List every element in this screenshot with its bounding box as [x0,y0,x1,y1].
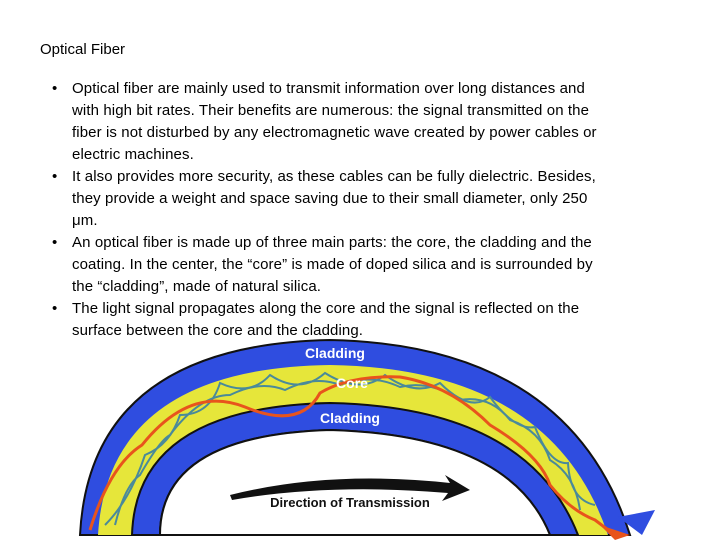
bullet-line: The light signal propagates along the co… [72,300,580,317]
outgoing-signal-arrow-icon [600,525,630,540]
bullet-line: coating. In the center, the “core” is ma… [72,256,593,273]
bullet-line: μm. [72,212,98,229]
direction-arrow [230,475,470,501]
bullet-line: electric machines. [72,146,194,163]
outgoing-wave-arrow-icon [618,510,655,535]
bullet-list: • Optical fiber are mainly used to trans… [50,78,670,342]
bullet-item: • Optical fiber are mainly used to trans… [50,78,670,166]
bullet-line: surface between the core and the claddin… [72,322,364,339]
bullet-item: • An optical fiber is made up of three m… [50,232,670,298]
bullet-icon: • [52,234,58,251]
bullet-line: with high bit rates. Their benefits are … [72,102,590,119]
bullet-item: • It also provides more security, as the… [50,166,670,232]
slide-title: Optical Fiber [40,41,126,58]
cladding-label-top: Cladding [305,345,365,361]
bullet-line: the “cladding”, made of natural silica. [72,278,322,295]
core-label: Core [336,375,368,391]
bullet-line: It also provides more security, as these… [72,168,596,185]
direction-label: Direction of Transmission [270,495,430,510]
bullet-icon: • [52,168,58,185]
cladding-label-bottom: Cladding [320,410,380,426]
bullet-line: they provide a weight and space saving d… [72,190,588,207]
bullet-item: • The light signal propagates along the … [50,298,670,342]
core-band-inner [98,365,608,535]
bullet-line: Optical fiber are mainly used to transmi… [72,80,585,97]
bullet-icon: • [52,80,58,97]
bullet-line: An optical fiber is made up of three mai… [72,234,592,251]
optical-fiber-diagram: Cladding Core Cladding Direction of Tran… [70,335,670,540]
light-signal-ray [88,375,616,537]
bullet-icon: • [52,300,58,317]
bullet-line: fiber is not disturbed by any electromag… [72,124,597,141]
